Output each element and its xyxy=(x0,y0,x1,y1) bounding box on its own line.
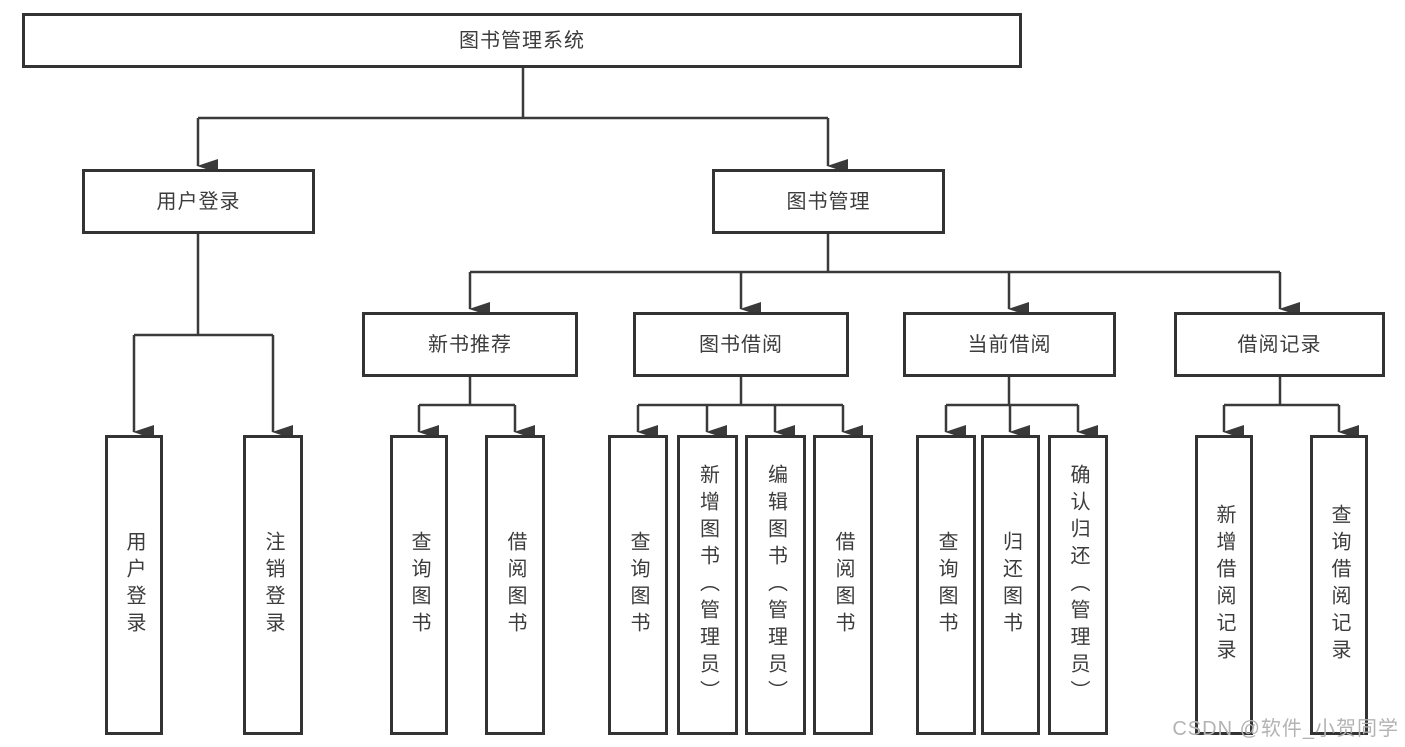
leaf-label: 注销登录 xyxy=(262,531,284,639)
leaf-label: 编辑图书（管理员） xyxy=(764,463,787,707)
leaf-label: 查询图书 xyxy=(935,531,957,639)
leaf-label: 借阅图书 xyxy=(832,531,854,639)
leaf-return-book: 归还图书 xyxy=(981,435,1040,735)
node-book-management: 图书管理 xyxy=(712,169,945,234)
node-borrow-record: 借阅记录 xyxy=(1174,312,1385,377)
leaf-label: 借阅图书 xyxy=(504,531,526,639)
leaf-query-book-3: 查询图书 xyxy=(916,435,976,735)
leaf-label: 归还图书 xyxy=(999,531,1022,639)
node-book-borrow: 图书借阅 xyxy=(633,312,849,377)
leaf-label: 用户登录 xyxy=(123,531,145,639)
leaf-query-borrow-record: 查询借阅记录 xyxy=(1310,435,1368,735)
node-root: 图书管理系统 xyxy=(22,13,1022,68)
leaf-add-book-admin: 新增图书（管理员） xyxy=(677,435,738,735)
node-new-book-recommend: 新书推荐 xyxy=(362,312,578,377)
leaf-borrow-book-1: 借阅图书 xyxy=(485,435,545,735)
node-user-login: 用户登录 xyxy=(82,169,315,234)
leaf-label: 确认归还（管理员） xyxy=(1067,463,1089,707)
leaf-borrow-book-2: 借阅图书 xyxy=(813,435,873,735)
leaf-edit-book-admin: 编辑图书（管理员） xyxy=(745,435,806,735)
leaf-label: 查询图书 xyxy=(627,531,649,639)
csdn-watermark: CSDN @软件_小贺同学 xyxy=(1172,718,1399,740)
leaf-add-borrow-record: 新增借阅记录 xyxy=(1195,435,1253,735)
leaf-query-book-1: 查询图书 xyxy=(390,435,448,735)
leaf-label: 查询图书 xyxy=(408,531,430,639)
leaf-user-login: 用户登录 xyxy=(105,435,163,735)
node-current-borrow: 当前借阅 xyxy=(903,312,1116,377)
leaf-query-book-2: 查询图书 xyxy=(608,435,668,735)
leaf-label: 新增图书（管理员） xyxy=(696,463,719,707)
leaf-label: 查询借阅记录 xyxy=(1328,504,1350,666)
leaf-logout: 注销登录 xyxy=(243,435,303,735)
leaf-confirm-return-admin: 确认归还（管理员） xyxy=(1048,435,1108,735)
leaf-label: 新增借阅记录 xyxy=(1213,504,1235,666)
